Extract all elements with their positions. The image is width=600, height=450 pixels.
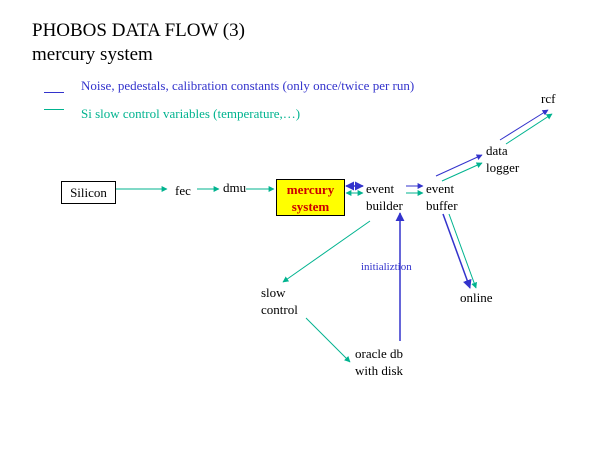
arrow-builder-slowcontrol (282, 220, 371, 283)
node-fec: fec (175, 183, 191, 198)
node-silicon-label: Silicon (70, 185, 107, 200)
legend-teal-text: Si slow control variables (temperature,…… (81, 106, 301, 121)
arrow-buffer-online-teal (448, 213, 477, 289)
legend-teal-line (44, 109, 64, 110)
node-mercury-line2: system (291, 199, 330, 214)
arrow-buffer-logger-teal (441, 162, 483, 182)
node-event-builder-line1: event (366, 181, 395, 196)
initialization-label: initializtion (361, 261, 412, 273)
node-rcf: rcf (541, 91, 556, 106)
node-data-logger-line2: logger (486, 160, 520, 175)
arrow-logger-rcf-teal (505, 113, 553, 145)
node-oracle-line1: oracle db (355, 346, 404, 361)
page-subtitle: mercury system (32, 44, 153, 65)
arrow-logger-rcf-blue (499, 109, 549, 141)
node-event-buffer-line2: buffer (426, 198, 458, 213)
node-slow-control-line1: slow (261, 285, 286, 300)
node-mercury-system: mercury system (276, 179, 345, 216)
node-event-buffer-line1: event (426, 181, 455, 196)
node-oracle-line2: with disk (355, 363, 404, 378)
node-slow-control-line2: control (261, 302, 298, 317)
page-title: PHOBOS DATA FLOW (3) (32, 20, 245, 41)
node-data-logger-line1: data (486, 143, 508, 158)
node-online: online (460, 290, 493, 305)
arrow-slowcontrol-oracle (305, 317, 351, 363)
node-silicon: Silicon (61, 181, 116, 204)
node-event-builder-line2: builder (366, 198, 403, 213)
legend-blue-line (44, 92, 64, 93)
node-mercury-line1: mercury (286, 182, 335, 197)
arrow-buffer-logger-blue (435, 154, 483, 177)
arrow-buffer-online-blue (442, 213, 472, 289)
node-dmu: dmu (223, 180, 247, 195)
legend-blue-text: Noise, pedestals, calibration constants … (81, 78, 415, 93)
